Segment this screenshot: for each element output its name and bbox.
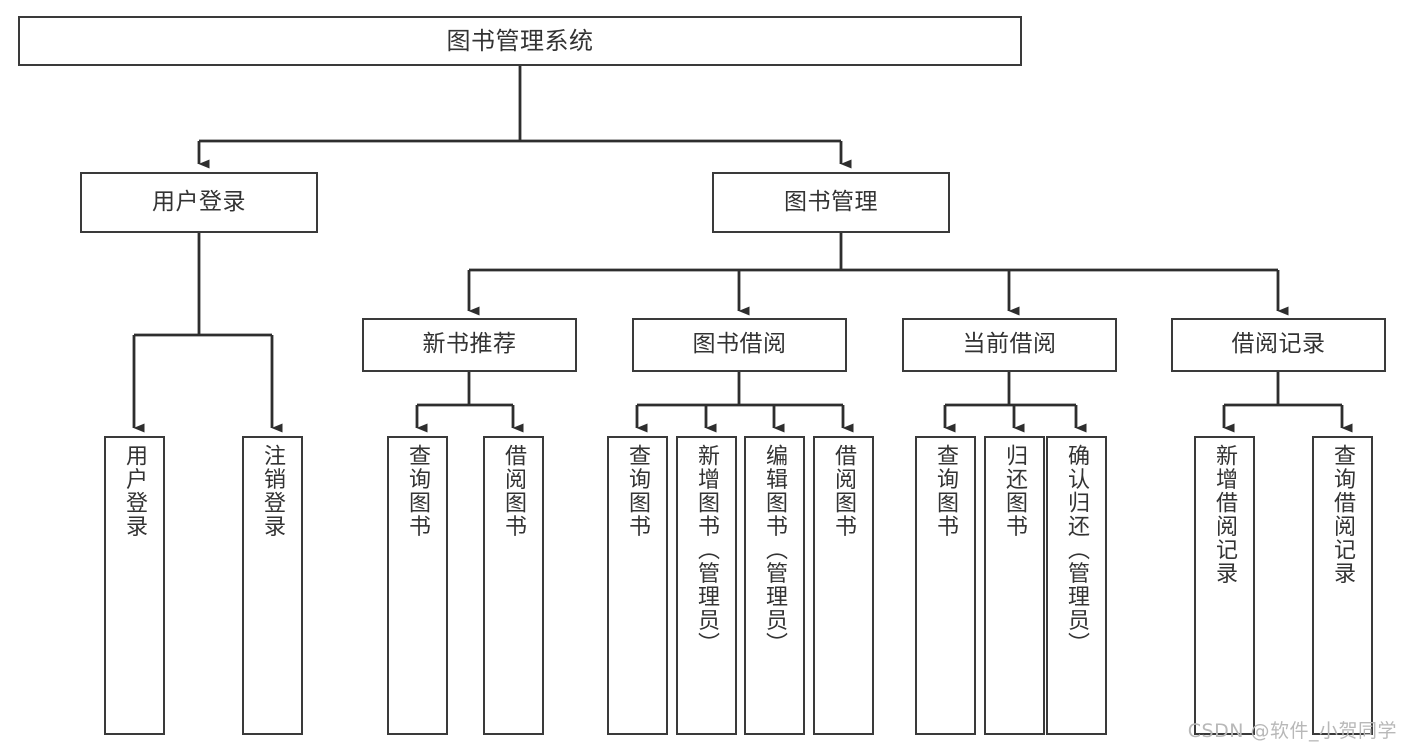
node-borrow-record[interactable]: 借阅记录	[1171, 318, 1386, 372]
leaf-bb-query-book[interactable]: 查询图书	[607, 436, 668, 735]
leaf-br-add-record-label: 新增借阅记录	[1212, 444, 1238, 585]
leaf-logout-label: 注销登录	[260, 444, 286, 538]
leaf-cb-confirm-return-admin-label: 确认归还（管理员）	[1064, 444, 1090, 656]
leaf-bb-edit-book-admin-label: 编辑图书（管理员）	[762, 444, 788, 656]
csdn-watermark: CSDN @软件_小贺同学	[1187, 720, 1397, 742]
leaf-cb-return-book-label: 归还图书	[1002, 444, 1028, 538]
leaf-bb-borrow-book-label: 借阅图书	[831, 444, 857, 538]
node-current-borrow-label: 当前借阅	[962, 331, 1057, 358]
leaf-bb-borrow-book[interactable]: 借阅图书	[813, 436, 874, 735]
leaf-bb-query-book-label: 查询图书	[625, 444, 651, 538]
leaf-bb-edit-book-admin[interactable]: 编辑图书（管理员）	[744, 436, 805, 735]
node-user-login[interactable]: 用户登录	[80, 172, 318, 233]
node-root-system[interactable]: 图书管理系统	[18, 16, 1022, 66]
node-new-book-recommend-label: 新书推荐	[422, 331, 517, 358]
leaf-bb-add-book-admin[interactable]: 新增图书（管理员）	[676, 436, 737, 735]
node-current-borrow[interactable]: 当前借阅	[902, 318, 1117, 372]
node-book-management-label: 图书管理	[784, 188, 878, 215]
leaf-nb-borrow-book-label: 借阅图书	[501, 444, 527, 538]
leaf-nb-borrow-book[interactable]: 借阅图书	[483, 436, 544, 735]
leaf-br-query-record[interactable]: 查询借阅记录	[1312, 436, 1373, 735]
leaf-br-add-record[interactable]: 新增借阅记录	[1194, 436, 1255, 735]
leaf-user-login[interactable]: 用户登录	[104, 436, 165, 735]
node-new-book-recommend[interactable]: 新书推荐	[362, 318, 577, 372]
leaf-user-login-label: 用户登录	[122, 444, 148, 538]
leaf-bb-add-book-admin-label: 新增图书（管理员）	[694, 444, 720, 656]
leaf-cb-confirm-return-admin[interactable]: 确认归还（管理员）	[1046, 436, 1107, 735]
leaf-logout[interactable]: 注销登录	[242, 436, 303, 735]
node-book-management[interactable]: 图书管理	[712, 172, 950, 233]
node-book-borrow[interactable]: 图书借阅	[632, 318, 847, 372]
leaf-nb-query-book-label: 查询图书	[405, 444, 431, 538]
node-book-borrow-label: 图书借阅	[692, 331, 787, 358]
node-user-login-label: 用户登录	[152, 188, 246, 215]
node-borrow-record-label: 借阅记录	[1231, 331, 1326, 358]
leaf-br-query-record-label: 查询借阅记录	[1330, 444, 1356, 585]
leaf-cb-return-book[interactable]: 归还图书	[984, 436, 1045, 735]
leaf-cb-query-book-label: 查询图书	[933, 444, 959, 538]
leaf-cb-query-book[interactable]: 查询图书	[915, 436, 976, 735]
leaf-nb-query-book[interactable]: 查询图书	[387, 436, 448, 735]
node-root-system-label: 图书管理系统	[446, 26, 594, 55]
